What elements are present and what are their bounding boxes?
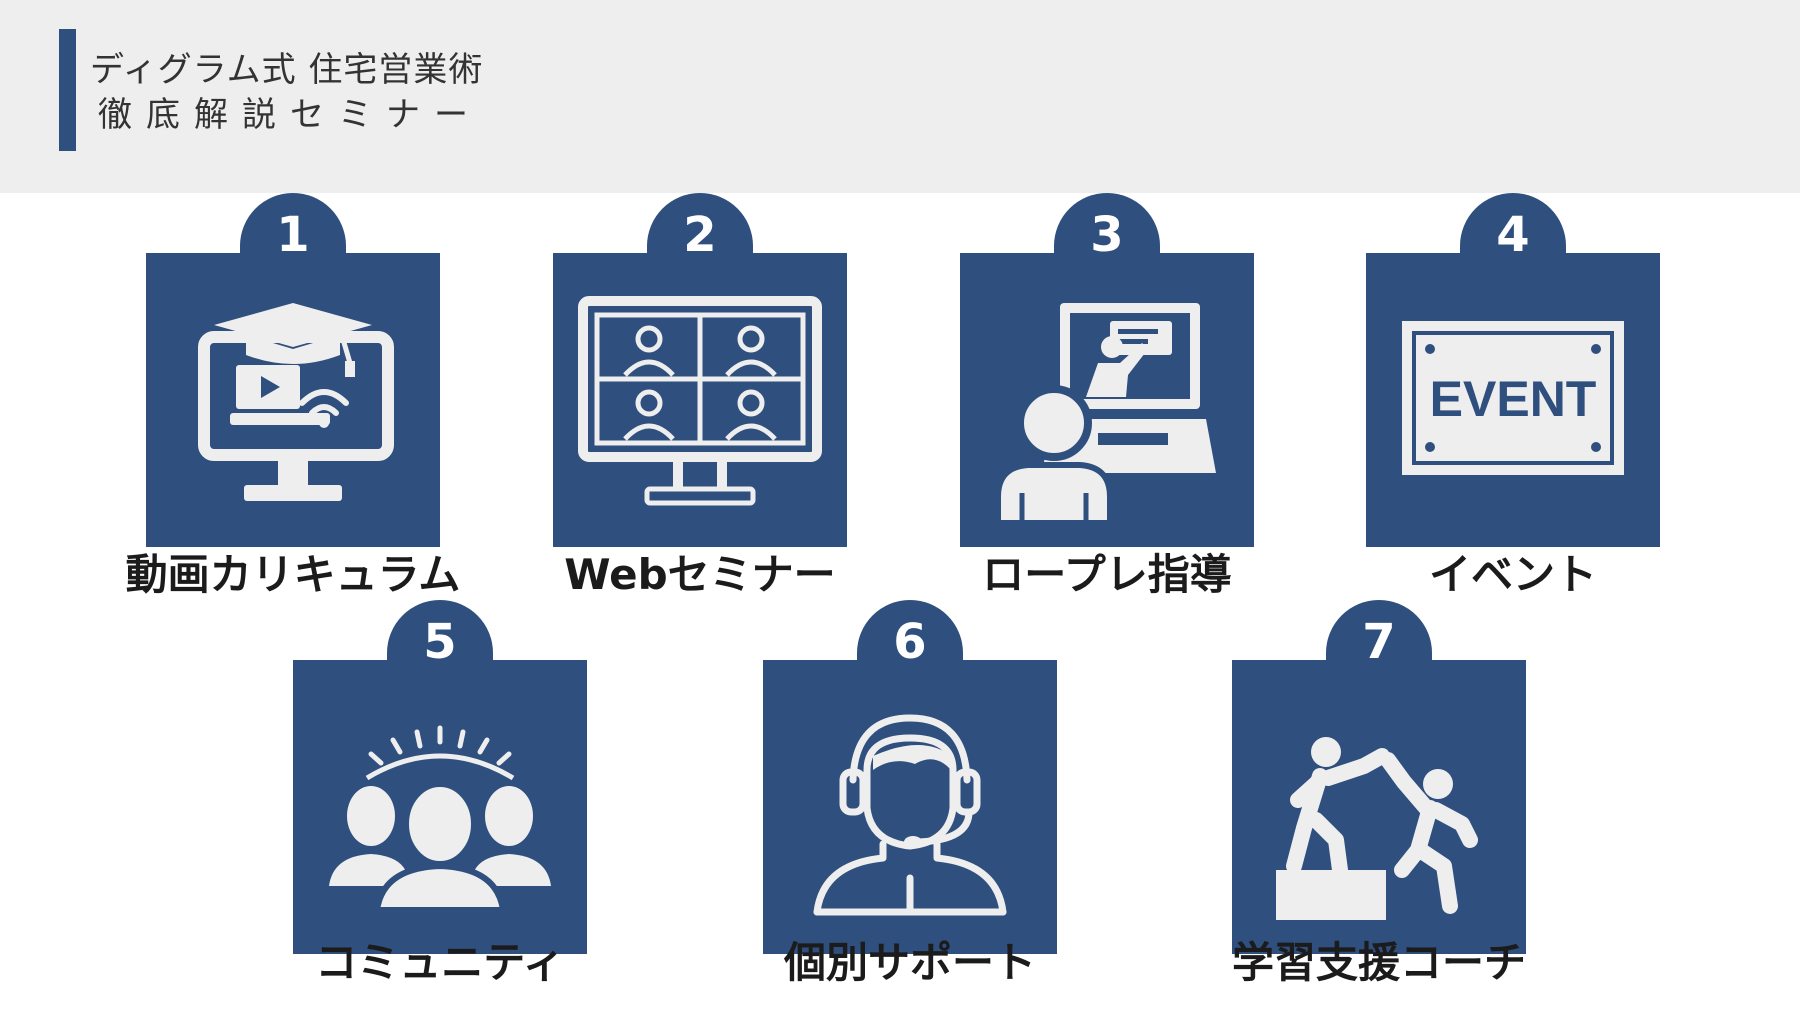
icon-panel xyxy=(553,253,847,547)
page-title-line-1: ディグラム式 住宅営業術 xyxy=(90,50,484,90)
feature-label: 個別サポート xyxy=(783,938,1036,987)
online-training-icon xyxy=(995,303,1216,526)
accent-bar xyxy=(59,29,76,151)
feature-label: 動画カリキュラム xyxy=(125,550,461,599)
feature-label: 学習支援コーチ xyxy=(1231,938,1526,987)
icon-panel xyxy=(763,660,1057,954)
helping-hand-icon xyxy=(1276,737,1478,920)
icon-panel xyxy=(293,660,587,954)
icon-panel: EVENT xyxy=(1366,253,1660,547)
feature-label: イベント xyxy=(1428,550,1597,599)
feature-label: コミュニティ xyxy=(315,938,565,987)
feature-label: Webセミナー xyxy=(564,550,836,599)
video-conference-icon xyxy=(578,296,822,506)
community-group-icon xyxy=(329,725,551,913)
page-title-line-2: 徹底解説セミナー xyxy=(98,95,482,135)
icon-panel xyxy=(1232,660,1526,954)
icon-panel xyxy=(960,253,1254,547)
icon-panel xyxy=(146,253,440,547)
e-learning-monitor-icon xyxy=(198,303,394,501)
headset-support-icon xyxy=(813,714,1007,916)
feature-label: ロープレ指導 xyxy=(982,550,1232,599)
event-sign-icon: EVENT xyxy=(1402,321,1624,475)
header-band: ディグラム式 住宅営業術 徹底解説セミナー xyxy=(0,0,1800,193)
event-sign-text: EVENT xyxy=(1430,371,1597,427)
